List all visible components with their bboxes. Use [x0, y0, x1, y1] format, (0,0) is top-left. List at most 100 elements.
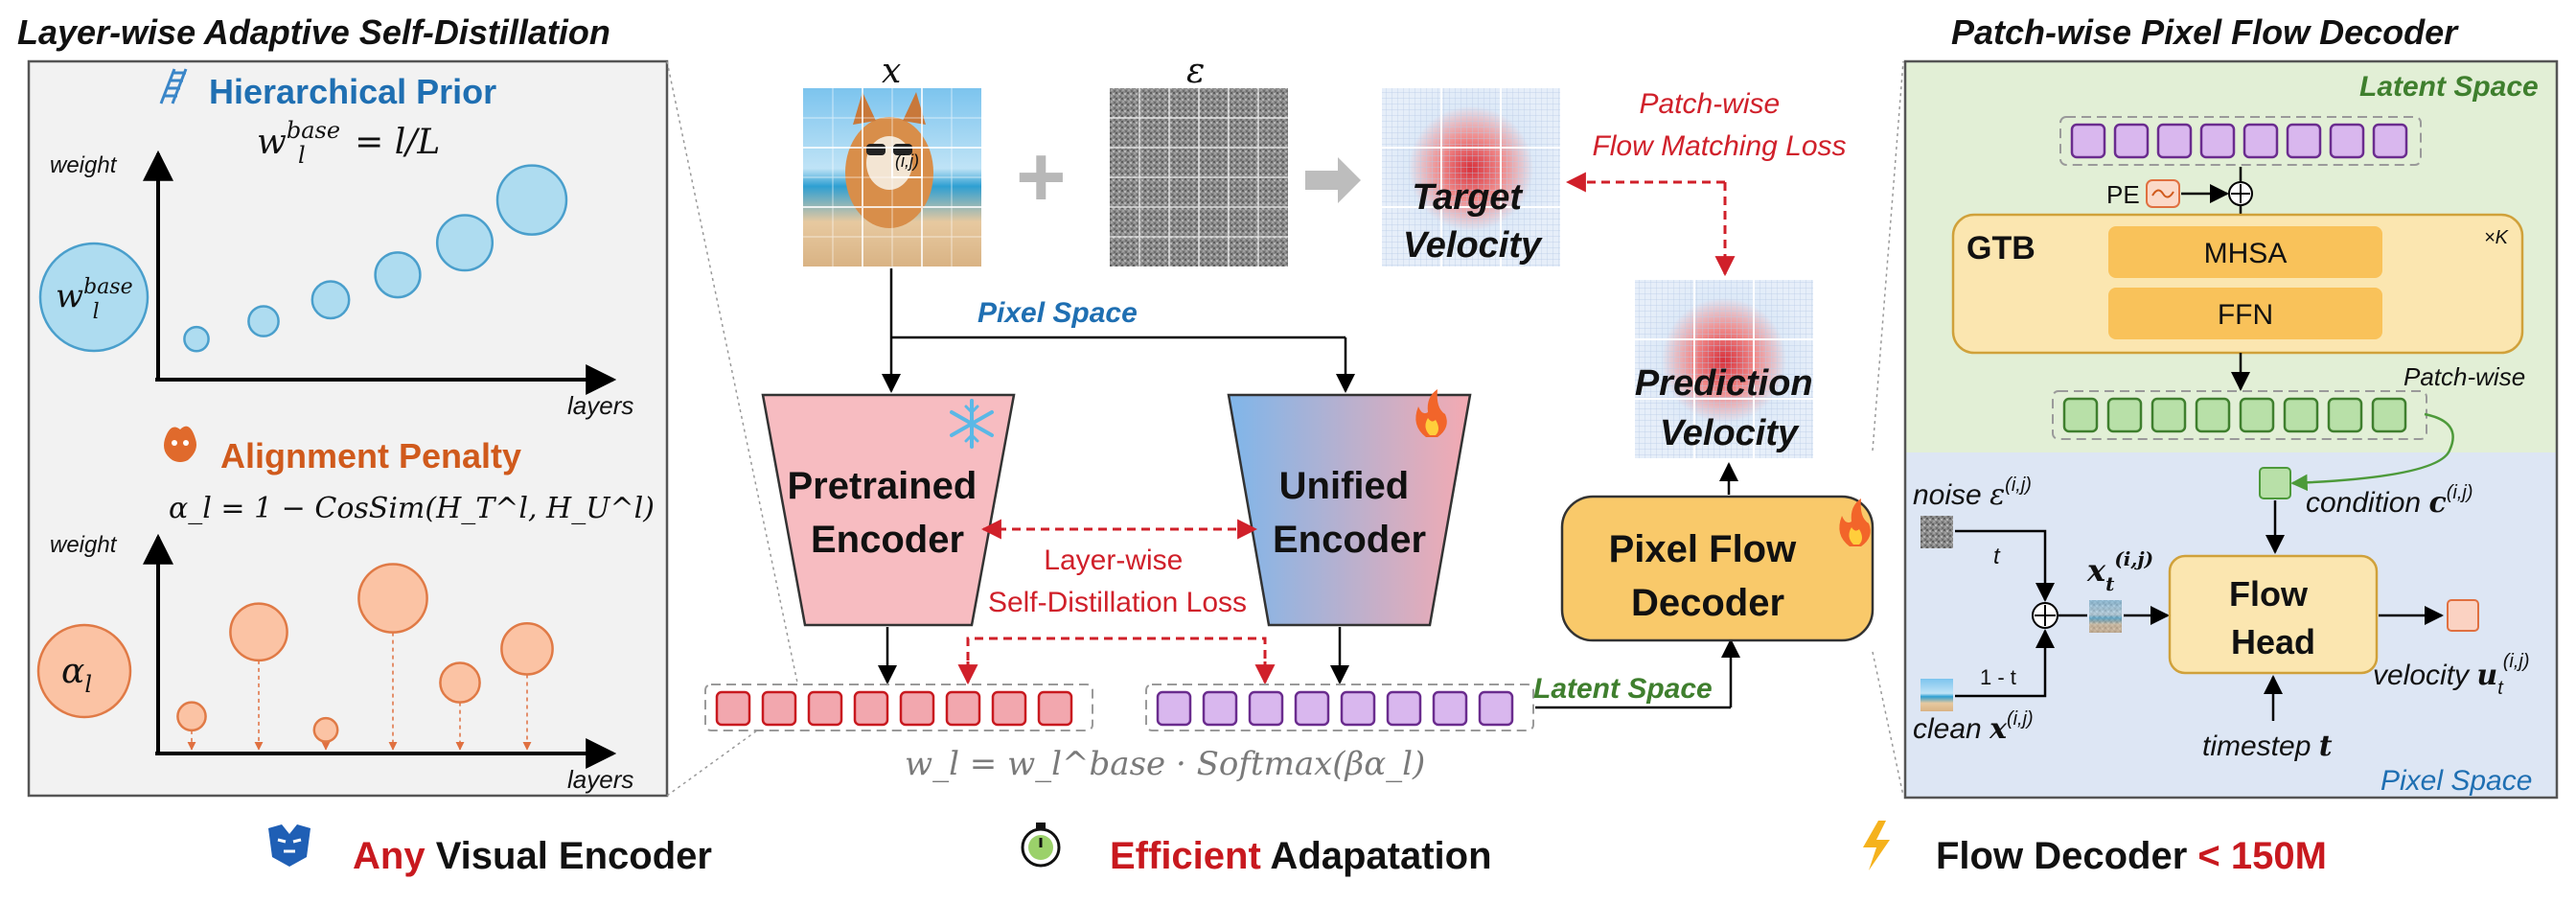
pixel-flow-decoder-box	[1560, 495, 1874, 642]
right-purple-token	[2286, 123, 2322, 159]
pink-token	[991, 690, 1027, 727]
pink-token	[899, 690, 935, 727]
purple-token	[1432, 690, 1468, 727]
patch-index-label: (i,j)	[895, 151, 919, 171]
align-legend-symbol: αl	[61, 652, 92, 698]
pe-add-cross	[2231, 184, 2250, 203]
hier-point	[435, 214, 494, 272]
demon-icon	[164, 426, 196, 462]
flow-head-label: Flow Head	[2229, 574, 2317, 661]
stopwatch-icon	[1021, 823, 1061, 868]
right-panel-title: Patch-wise Pixel Flow Decoder	[1951, 12, 2459, 52]
hier-point	[247, 305, 280, 337]
right-purple-token	[2372, 123, 2408, 159]
zoom-line-right-bottom	[1872, 651, 1904, 797]
green-token	[2239, 397, 2275, 433]
unified-encoder-shape	[1227, 393, 1472, 627]
right-purple-token-strip	[2059, 116, 2422, 166]
flow-matching-loss-label: Patch-wise Flow Matching Loss	[1592, 88, 1846, 162]
snowflake-icon	[950, 399, 994, 449]
hier-y-label: weight	[50, 152, 118, 178]
right-panel-frame	[1903, 59, 2559, 800]
right-purple-token	[2329, 123, 2365, 159]
velocity-label: velocity ut(i,j)	[2373, 651, 2530, 699]
distill-to-tokens-arrows	[966, 637, 1267, 675]
velocity-token	[2447, 599, 2479, 632]
pink-token	[807, 690, 843, 727]
green-token	[2062, 397, 2099, 433]
purple-token	[1156, 690, 1192, 727]
green-token	[2371, 397, 2407, 433]
green-token	[2283, 397, 2319, 433]
epsilon-symbol: ε	[1186, 52, 1205, 91]
latent-space-label: Latent Space	[1533, 673, 1713, 705]
prediction-velocity-map	[1635, 280, 1813, 458]
align-y-label: weight	[50, 532, 118, 558]
pe-wave-icon	[2151, 189, 2174, 198]
xt-patch-noise	[2089, 600, 2122, 633]
alignment-penalty-title: Alignment Penalty	[220, 436, 521, 475]
grey-arrow	[1305, 157, 1361, 203]
timestep-label: timestep t	[2202, 730, 2333, 763]
align-point	[439, 661, 481, 704]
clean-label: clean x(i,j)	[1913, 708, 2034, 746]
ffn-label: FFN	[2218, 299, 2273, 331]
purple-token	[1386, 690, 1422, 727]
zoom-line-right-top	[1872, 60, 1904, 452]
pixel-flow-decoder-label: Pixel Flow Decoder	[1609, 528, 1807, 624]
mhsa-block	[2108, 226, 2382, 278]
right-purple-token	[2156, 123, 2193, 159]
fire-icon	[1415, 389, 1447, 437]
bottom-item-decoder: Flow Decoder < 150M	[1936, 835, 2327, 877]
hier-point	[495, 164, 568, 236]
align-point	[176, 701, 207, 732]
bottom-item-adaptation: Efficient Adapatation	[1110, 835, 1492, 877]
green-token	[2150, 397, 2187, 433]
pink-token	[945, 690, 981, 727]
prediction-velocity-label: Prediction Velocity	[1635, 363, 1823, 453]
align-point	[357, 563, 428, 634]
green-token	[2195, 397, 2231, 433]
input-image: (i,j)	[803, 88, 981, 267]
purple-token-strip	[1145, 684, 1534, 731]
target-velocity-map	[1382, 88, 1560, 267]
xt-label: xt(i,j)	[2086, 547, 2153, 595]
condition-label: condition c(i,j)	[2306, 482, 2472, 520]
right-latent-space-label: Latent Space	[2359, 71, 2539, 103]
mhsa-label: MHSA	[2204, 238, 2288, 269]
pretrained-encoder-label: Pretrained Encoder	[788, 465, 988, 561]
purple-token	[1248, 690, 1284, 727]
hier-x-label: layers	[567, 391, 633, 420]
pixel-space-label: Pixel Space	[978, 297, 1138, 329]
bottom-item-encoder: Any Visual Encoder	[353, 835, 712, 877]
right-purple-token	[2070, 123, 2106, 159]
pink-token	[853, 690, 889, 727]
target-velocity-label: Target Velocity	[1403, 177, 1543, 266]
align-point	[500, 622, 554, 676]
noise-label: noise ε(i,j)	[1913, 475, 2032, 512]
purple-token	[1478, 690, 1514, 727]
alignment-penalty-chart: weight layers αl	[36, 532, 633, 794]
zoom-line-top	[666, 60, 798, 684]
x-symbol: x	[882, 52, 901, 91]
clean-patch	[1920, 679, 1953, 711]
right-purple-token	[2199, 123, 2236, 159]
zoom-line-bottom	[666, 730, 758, 797]
hier-point	[183, 325, 210, 353]
alignment-penalty-formula: α_l = 1 − CosSim(H_T^l, H_U^l)	[169, 492, 655, 525]
distill-loss-label: Layer-wise Self-Distillation Loss	[988, 545, 1247, 618]
robot-icon	[268, 824, 310, 867]
weight-formula: w_l = w_l^base · Softmax(βα_l)	[905, 745, 1425, 783]
hierarchical-prior-title: Hierarchical Prior	[209, 72, 496, 111]
condition-token	[2259, 467, 2291, 499]
pink-token	[715, 690, 751, 727]
lightning-icon	[1863, 821, 1890, 870]
pink-token	[1037, 690, 1073, 727]
one-minus-t-label: 1 - t	[1980, 665, 2016, 689]
noise-image	[1110, 88, 1288, 267]
hier-legend-circle	[38, 242, 150, 353]
align-x-label: layers	[567, 765, 633, 794]
